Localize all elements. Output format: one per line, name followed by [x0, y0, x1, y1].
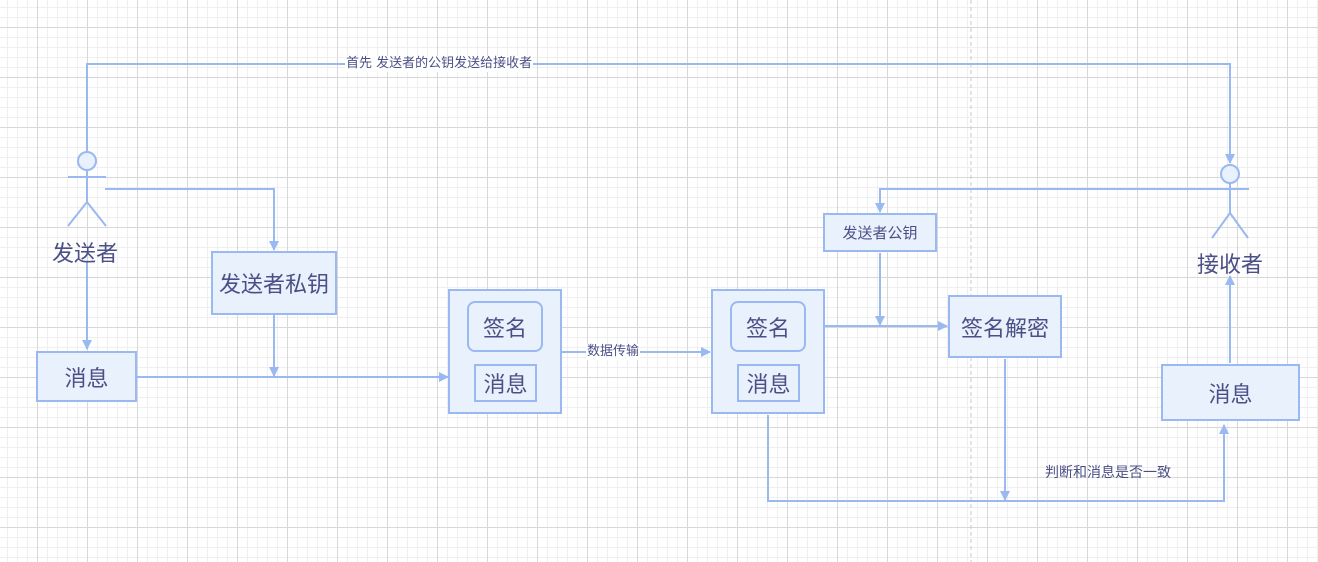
edge-send-public-key[interactable] — [86, 63, 1235, 164]
edge-label-data-transfer: 数据传输 — [586, 344, 641, 360]
edge-label-compare: 判断和消息是否一致 — [1045, 465, 1171, 481]
receiver-label: 接收者 — [1197, 253, 1264, 278]
sender-label: 发送者 — [52, 242, 119, 267]
bundle2-message-node[interactable]: 消息 — [737, 364, 800, 402]
sender-actor-icon[interactable] — [67, 151, 107, 227]
receiver-message-node[interactable]: 消息 — [1161, 364, 1300, 421]
sender-public-key-text: 发送者公钥 — [842, 224, 918, 242]
sender-message-text: 消息 — [64, 366, 109, 392]
bundle1-signature-text: 签名 — [482, 316, 527, 342]
edge-label-send-public-key: 首先 发送者的公钥发送给接收者 — [345, 56, 534, 72]
sender-private-key-node[interactable]: 发送者私钥 — [211, 251, 337, 315]
edge-receiver-to-public-key[interactable] — [875, 188, 1249, 213]
bundle1-message-text: 消息 — [483, 373, 528, 398]
bundle2-signature-text: 签名 — [745, 316, 790, 342]
edge-sender-to-private-key[interactable] — [105, 188, 279, 251]
bundle2-signature-node[interactable]: 签名 — [730, 301, 806, 352]
signature-decrypt-text: 签名解密 — [960, 316, 1049, 342]
bundle1-signature-node[interactable]: 签名 — [467, 301, 543, 352]
receiver-message-text: 消息 — [1208, 382, 1253, 408]
sender-private-key-text: 发送者私钥 — [218, 273, 329, 298]
bundle2-message-text: 消息 — [746, 373, 791, 398]
sender-message-node[interactable]: 消息 — [36, 351, 137, 402]
edge-message-compare[interactable] — [767, 415, 1229, 502]
receiver-actor-icon[interactable] — [1211, 164, 1249, 239]
sender-public-key-node[interactable]: 发送者公钥 — [823, 213, 937, 252]
bundle1-message-node[interactable]: 消息 — [474, 364, 537, 402]
signature-decrypt-node[interactable]: 签名解密 — [948, 295, 1062, 358]
